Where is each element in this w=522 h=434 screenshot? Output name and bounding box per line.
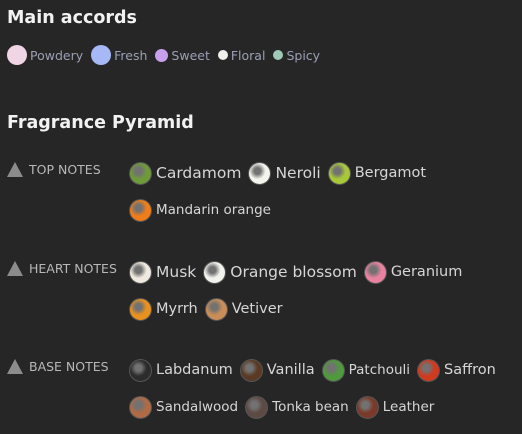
top-notes-row-2: Mandarin orange xyxy=(129,197,278,223)
note-label: Vetiver xyxy=(231,301,283,317)
accords-list: Powdery Fresh Sweet Floral Spicy xyxy=(7,45,328,65)
note-musk[interactable]: Musk xyxy=(129,260,197,284)
fragrance-pyramid-heading: Fragrance Pyramid xyxy=(7,113,194,133)
main-accords-heading: Main accords xyxy=(7,8,137,28)
tier-label-text: TOP NOTES xyxy=(29,162,101,177)
patchouli-icon xyxy=(321,358,345,382)
orange-blossom-icon xyxy=(203,260,227,284)
bergamot-icon xyxy=(327,161,351,185)
note-mandarin-orange[interactable]: Mandarin orange xyxy=(129,198,271,222)
note-label: Cardamom xyxy=(156,164,242,182)
saffron-icon xyxy=(417,358,441,382)
heart-notes-row-1: Musk Orange blossom Geranium xyxy=(129,259,469,285)
pyramid-base-icon xyxy=(7,359,23,374)
heart-notes-row-2: Myrrh Vetiver xyxy=(129,296,290,322)
base-notes-row-2: Sandalwood Tonka bean Leather xyxy=(129,394,441,420)
tonka-bean-icon xyxy=(245,395,269,419)
leather-icon xyxy=(355,395,379,419)
accord-dot xyxy=(217,50,228,60)
note-label: Neroli xyxy=(275,164,321,182)
accord-fresh: Fresh xyxy=(91,45,147,65)
top-notes-row-1: Cardamom Neroli Bergamot xyxy=(129,160,433,186)
geranium-icon xyxy=(363,260,387,284)
note-bergamot[interactable]: Bergamot xyxy=(327,161,427,185)
accord-dot xyxy=(7,45,27,65)
vetiver-icon xyxy=(204,297,228,321)
accord-floral: Floral xyxy=(217,47,266,63)
note-leather[interactable]: Leather xyxy=(355,395,435,419)
vanilla-icon xyxy=(239,358,263,382)
note-label: Mandarin orange xyxy=(156,202,271,218)
note-geranium[interactable]: Geranium xyxy=(363,260,463,284)
accord-label: Sweet xyxy=(171,47,210,63)
mandarin-orange-icon xyxy=(129,198,152,222)
note-neroli[interactable]: Neroli xyxy=(248,161,321,185)
accord-label: Powdery xyxy=(30,47,84,63)
pyramid-top-icon xyxy=(7,162,23,177)
note-labdanum[interactable]: Labdanum xyxy=(129,358,233,382)
accord-sweet: Sweet xyxy=(155,47,210,63)
note-label: Patchouli xyxy=(348,362,411,378)
accord-label: Spicy xyxy=(286,47,321,63)
tier-base-notes-label: BASE NOTES xyxy=(7,359,109,374)
note-label: Bergamot xyxy=(354,165,427,181)
note-orange-blossom[interactable]: Orange blossom xyxy=(203,260,357,284)
labdanum-icon xyxy=(129,358,152,382)
sandalwood-icon xyxy=(129,395,152,419)
accord-spicy: Spicy xyxy=(273,48,320,63)
musk-icon xyxy=(129,260,152,284)
tier-label-text: BASE NOTES xyxy=(29,359,109,374)
accord-dot xyxy=(273,50,284,60)
note-vetiver[interactable]: Vetiver xyxy=(204,297,283,321)
tier-top-notes-label: TOP NOTES xyxy=(7,162,101,177)
note-cardamom[interactable]: Cardamom xyxy=(129,161,242,185)
note-label: Saffron xyxy=(444,362,496,378)
note-label: Vanilla xyxy=(266,362,315,378)
accord-dot xyxy=(91,45,112,65)
accord-dot xyxy=(155,48,169,62)
base-notes-row-1: Labdanum Vanilla Patchouli Saffron xyxy=(129,357,503,383)
accord-label: Floral xyxy=(230,47,266,63)
tier-heart-notes-label: HEART NOTES xyxy=(7,261,117,276)
note-label: Myrrh xyxy=(156,301,198,317)
myrrh-icon xyxy=(129,297,152,321)
note-label: Musk xyxy=(156,263,197,281)
note-myrrh[interactable]: Myrrh xyxy=(129,297,198,321)
note-vanilla[interactable]: Vanilla xyxy=(239,358,315,382)
note-patchouli[interactable]: Patchouli xyxy=(321,358,411,382)
note-label: Leather xyxy=(382,399,435,415)
note-tonka-bean[interactable]: Tonka bean xyxy=(245,395,349,419)
note-saffron[interactable]: Saffron xyxy=(417,358,496,382)
note-label: Tonka bean xyxy=(272,399,349,415)
note-sandalwood[interactable]: Sandalwood xyxy=(129,395,239,419)
note-label: Labdanum xyxy=(156,362,233,378)
note-label: Orange blossom xyxy=(230,263,357,281)
accord-powdery: Powdery xyxy=(7,45,83,65)
note-label: Sandalwood xyxy=(156,399,239,415)
cardamom-icon xyxy=(129,161,152,185)
accord-label: Fresh xyxy=(114,47,148,63)
tier-label-text: HEART NOTES xyxy=(29,261,117,276)
pyramid-middle-icon xyxy=(7,261,23,276)
neroli-icon xyxy=(248,161,272,185)
note-label: Geranium xyxy=(390,264,463,280)
